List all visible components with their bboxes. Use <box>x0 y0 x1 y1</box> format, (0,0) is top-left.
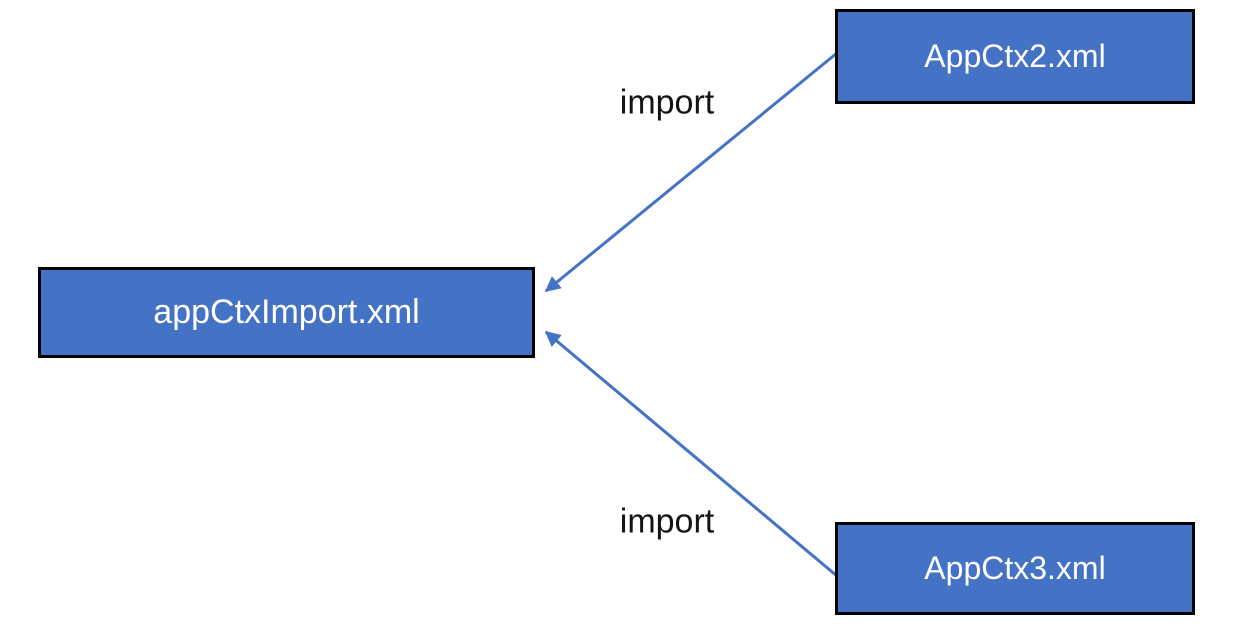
edge-label-import-top: import <box>619 83 715 122</box>
node-appctximport-label: appCtxImport.xml <box>153 293 420 331</box>
node-appctx3-label: AppCtx3.xml <box>924 550 1106 586</box>
edge-label-import-bottom: import <box>619 502 715 541</box>
node-appctximport: appCtxImport.xml <box>38 267 535 358</box>
import-arrow-from-appctx3 <box>544 330 838 578</box>
node-appctx2: AppCtx2.xml <box>835 9 1195 104</box>
import-arrow-from-appctx2 <box>544 51 838 293</box>
node-appctx2-label: AppCtx2.xml <box>924 38 1106 74</box>
node-appctx3: AppCtx3.xml <box>835 522 1195 615</box>
